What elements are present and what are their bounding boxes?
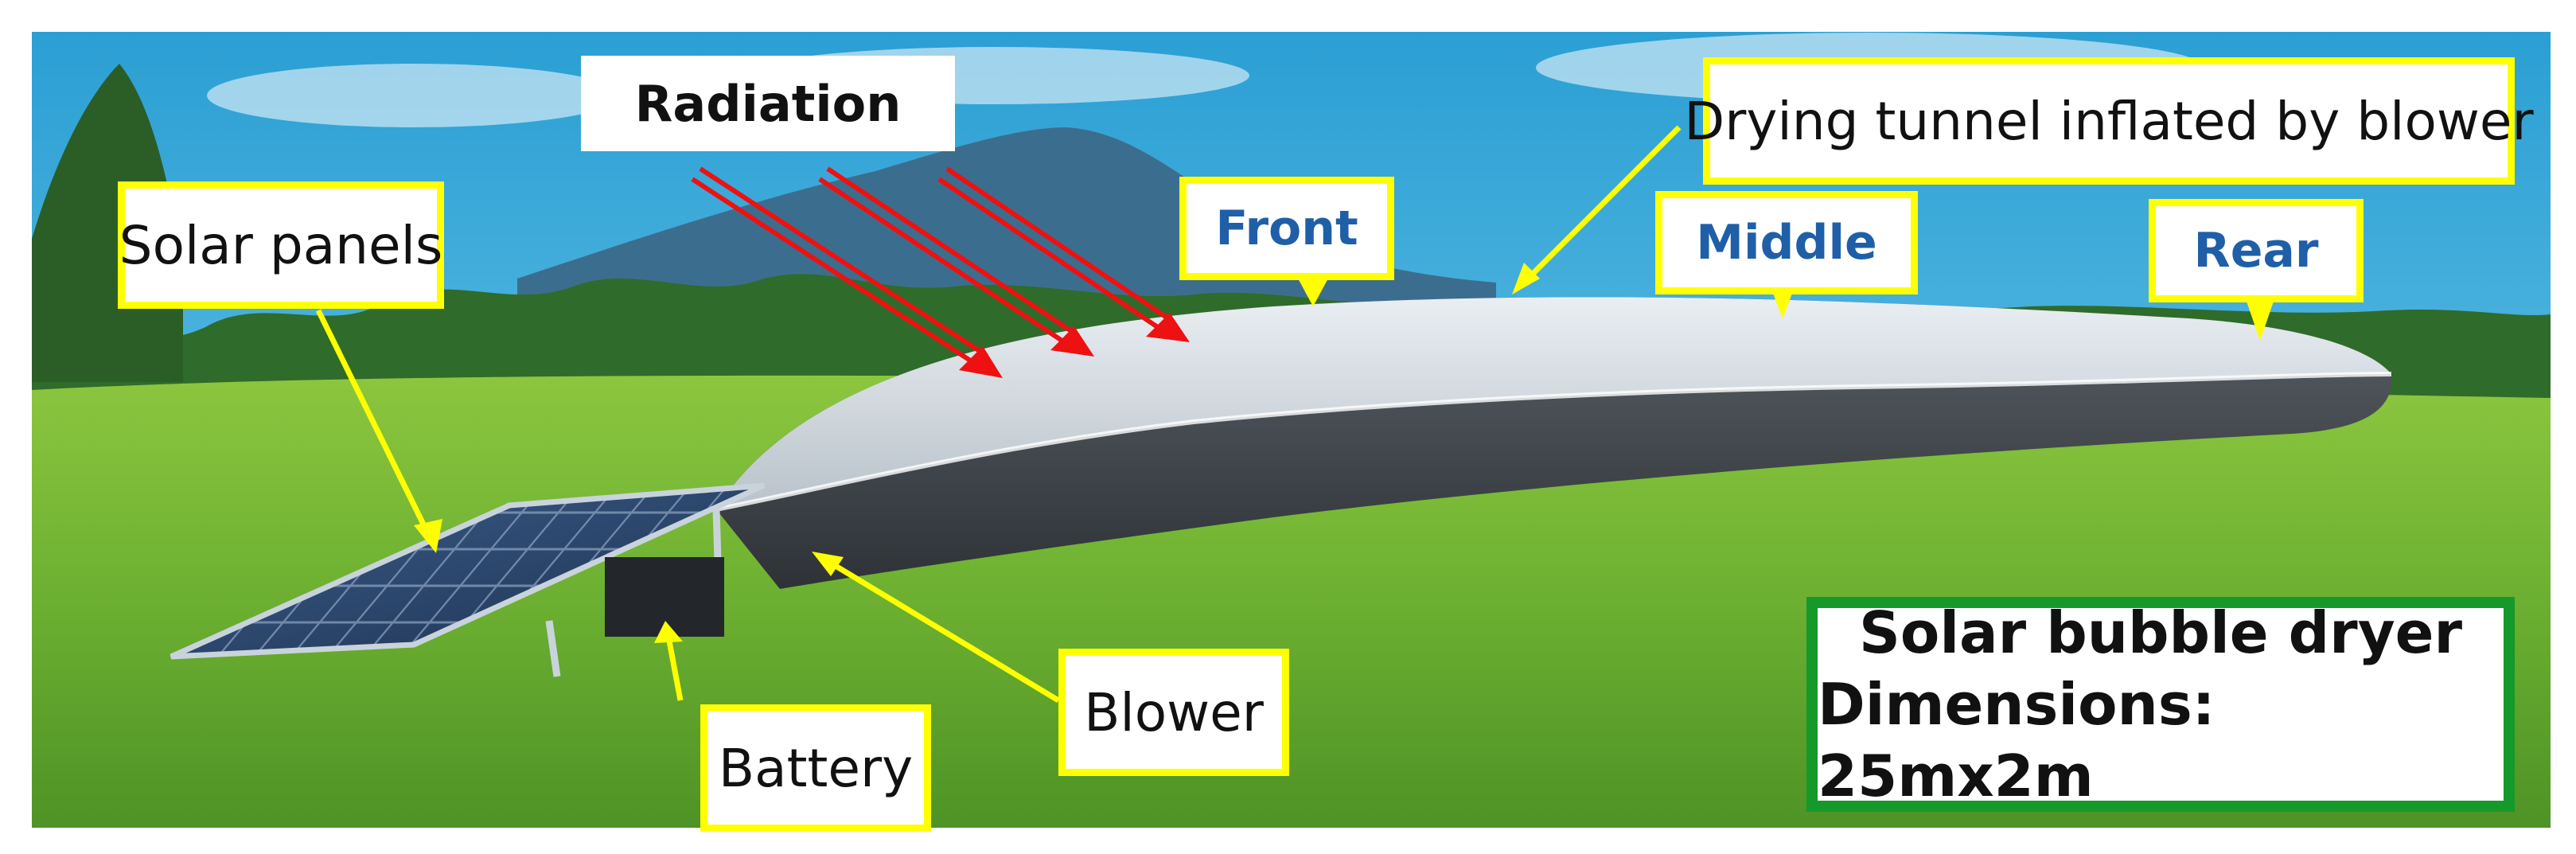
tunnel-label: Drying tunnel inflated by blower	[1684, 57, 2534, 185]
summary-box: Solar bubble dryer Dimensions: 25mx2m	[1806, 597, 2515, 812]
battery-label: Battery	[700, 704, 931, 832]
radiation-label: Radiation	[581, 56, 955, 151]
summary-dimensions: Dimensions: 25mx2m	[1818, 671, 2216, 809]
middle-label: Middle	[1655, 191, 1918, 294]
front-label: Front	[1179, 177, 1394, 280]
rear-label: Rear	[2149, 199, 2364, 302]
drying-tunnel	[715, 297, 2392, 589]
solar-panels-label: Solar panels	[118, 181, 444, 309]
blower-label: Blower	[1058, 649, 1289, 776]
radiation-arrows	[691, 166, 1190, 378]
summary-title: Solar bubble dryer	[1859, 599, 2462, 666]
pointer-arrows	[315, 125, 1682, 703]
solar-panel-array	[170, 482, 766, 677]
